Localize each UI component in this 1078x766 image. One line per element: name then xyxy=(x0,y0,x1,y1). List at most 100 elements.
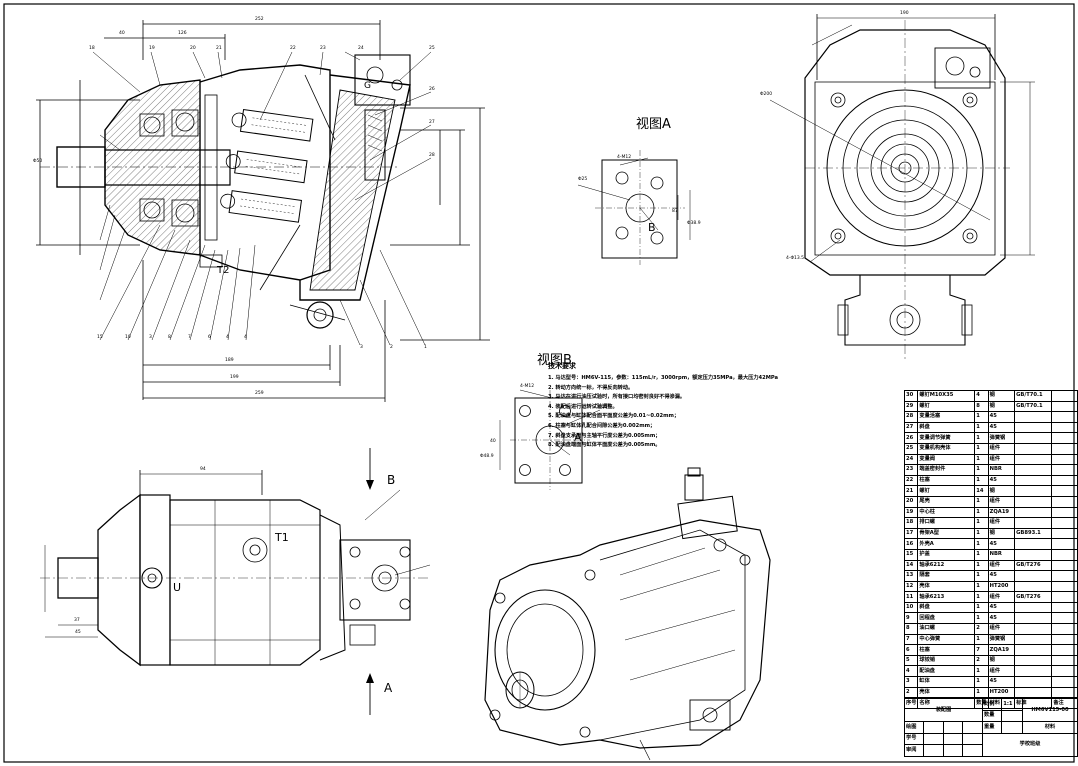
bom-cell: 组件 xyxy=(987,665,1016,678)
dim-94: 94 xyxy=(200,467,206,472)
bom-cell xyxy=(1051,591,1078,603)
bom-cell: 1 xyxy=(974,527,989,540)
view-b-d1: 40 xyxy=(490,439,496,444)
bom-cell: 9 xyxy=(903,612,919,625)
bom-cell: 1 xyxy=(974,601,989,614)
bom-cell: ZQA19 xyxy=(987,506,1016,519)
bom-cell: 球铰销 xyxy=(917,654,976,667)
balloon: 20 xyxy=(190,46,196,51)
view-a-dia: Φ25 xyxy=(578,177,588,182)
notes-title: 技术要求 xyxy=(548,362,576,370)
bom-cell: 1 xyxy=(974,559,989,572)
bom-cell: 钢 xyxy=(987,654,1016,667)
arrow-b-label: B xyxy=(387,473,396,487)
bom-cell: 15 xyxy=(903,548,919,561)
quantity-value xyxy=(1001,709,1023,722)
balloon: 1 xyxy=(424,345,427,350)
bom-cell xyxy=(1014,623,1053,635)
bom-cell: 缸体 xyxy=(917,676,976,688)
dim-45: 45 xyxy=(75,630,81,635)
bom-cell: 2 xyxy=(903,686,919,699)
bom-cell xyxy=(1014,612,1053,625)
bom-cell xyxy=(1051,464,1078,476)
bom-cell: NBR xyxy=(987,548,1016,561)
bom-cell xyxy=(1051,570,1078,582)
bom-cell: 钢 xyxy=(987,400,1016,413)
bom-cell xyxy=(1014,601,1053,614)
bom-cell: 6 xyxy=(903,644,919,656)
bom-cell: 29 xyxy=(903,400,919,413)
blank-cell xyxy=(942,732,964,745)
bom-cell: NBR xyxy=(987,464,1016,476)
bom-cell: 变量阀 xyxy=(917,453,976,466)
blank-cell xyxy=(962,744,984,757)
bom-cell xyxy=(1014,432,1053,444)
bom-cell: 4 xyxy=(903,665,919,678)
bom-cell xyxy=(1051,495,1078,508)
balloon: 3 xyxy=(149,335,152,340)
bom-cell: 轴承6213 xyxy=(917,591,976,603)
view-a-thread: 4-M12 xyxy=(617,155,632,160)
bom-cell: 1 xyxy=(974,580,989,593)
bom-cell: 7 xyxy=(903,633,919,646)
bom-cell: 中心柱 xyxy=(917,506,976,519)
bom-cell: 1 xyxy=(974,686,989,699)
bom-cell xyxy=(1051,527,1078,540)
date-cell xyxy=(942,721,964,734)
bom-cell: 钢 xyxy=(987,390,1016,402)
bom-cell: 1 xyxy=(974,676,989,688)
material-label: 材料 xyxy=(1022,721,1078,734)
bom-cell: 45 xyxy=(987,570,1016,582)
bom-cell: 螺钉 xyxy=(917,485,976,497)
bom-cell xyxy=(1051,665,1078,678)
balloon: 28 xyxy=(429,153,435,158)
note-line: 8. 配油盘端面与缸体平面度公差为0.005mm。 xyxy=(548,442,661,449)
bom-cell xyxy=(1051,633,1078,646)
bom-cell: 端盖密封件 xyxy=(917,464,976,476)
balloon: 2 xyxy=(390,345,393,350)
bom-cell: 1 xyxy=(974,538,989,550)
bom-cell xyxy=(1014,485,1053,497)
arrow-a-label: A xyxy=(384,681,393,695)
view-b-thread: 4-M12 xyxy=(520,384,535,389)
bom-cell: 23 xyxy=(903,464,919,476)
bom-cell xyxy=(1051,601,1078,614)
bom-cell xyxy=(1051,432,1078,444)
school-label: 学校班级 xyxy=(982,732,1078,757)
balloon: 7 xyxy=(188,335,191,340)
bom-cell: 组件 xyxy=(987,559,1016,572)
bom-cell: 12 xyxy=(903,580,919,593)
bom-cell: 1 xyxy=(974,570,989,582)
bom-cell: 1 xyxy=(974,612,989,625)
bom-cell: 柱塞 xyxy=(917,474,976,487)
bom-cell xyxy=(1051,612,1078,625)
bom-cell: 隔套 xyxy=(917,570,976,582)
bom-cell: 钢 xyxy=(987,485,1016,497)
bom-cell xyxy=(1014,474,1053,487)
bom-cell: HT200 xyxy=(987,580,1016,593)
bom-cell: 45 xyxy=(987,411,1016,423)
bom-cell: 1 xyxy=(974,506,989,519)
bom-cell: 变量调节弹簧 xyxy=(917,432,976,444)
bom-cell xyxy=(1014,654,1053,667)
bom-cell: 10 xyxy=(903,601,919,614)
balloon: 26 xyxy=(429,87,435,92)
bom-cell: 1 xyxy=(974,665,989,678)
bom-cell xyxy=(1051,453,1078,466)
bom-cell: 45 xyxy=(987,601,1016,614)
view-b-d2: Φ48.9 xyxy=(480,454,494,459)
bom-cell xyxy=(1014,464,1053,476)
bom-cell: HT200 xyxy=(987,686,1016,699)
view-a-title: 视图A xyxy=(636,117,671,132)
